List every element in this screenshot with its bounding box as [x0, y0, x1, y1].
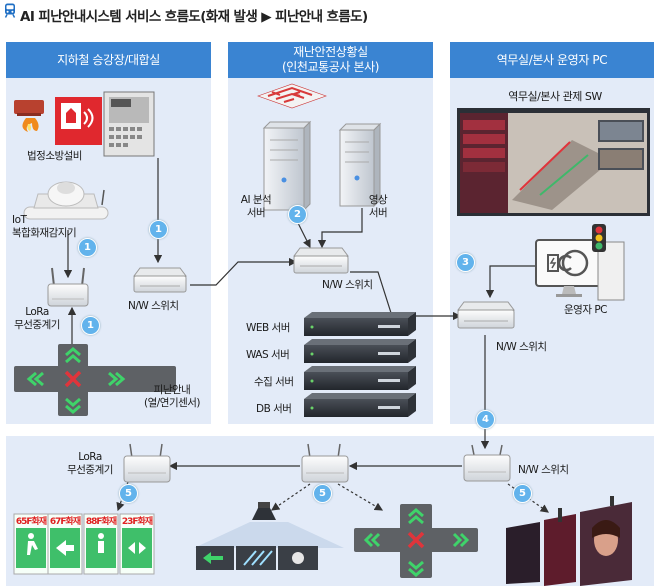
- label-iot-line1: IoT: [12, 214, 27, 226]
- step-badge-2: 2: [288, 205, 307, 224]
- iot-fire-detector-icon: [23, 181, 109, 220]
- header-control-room-line2: (인천교통공사 본사): [281, 60, 380, 74]
- step-badge-1a: 1: [149, 220, 168, 239]
- page-title: AI 피난안내시스템 서비스 흐름도(화재 발생 ▶ 피난안내 흐름도): [20, 9, 368, 25]
- label-control-sw: 역무실/본사 관제 SW: [508, 90, 602, 103]
- label-db-server: DB 서버: [256, 403, 292, 415]
- label-video-server-line1: 영상: [368, 194, 388, 206]
- label-nw-switch-left: N/W 스위치: [128, 300, 179, 312]
- video-server-icon: [338, 122, 382, 208]
- header-operator-pc: 역무실/본사 운영자 PC: [450, 42, 654, 78]
- exit-sign-label-2: 67F화재: [49, 517, 81, 527]
- step-badge-5b: 5: [313, 484, 332, 503]
- header-platform: 지하철 승강장/대합실: [6, 42, 211, 78]
- nw-switch-icon-right: [457, 301, 515, 329]
- panel-right: [450, 42, 654, 424]
- label-bottom-lora-line2: 무선중계기: [67, 464, 113, 476]
- label-bottom-nw-switch: N/W 스위치: [518, 464, 569, 476]
- header-control-room: 재난안전상황실 (인천교통공사 본사): [228, 42, 433, 78]
- lora-repeater-icon-bottom-center: [301, 443, 349, 483]
- exit-sign-label-1: 65F화재: [15, 517, 47, 527]
- label-evac-line2: (열/연기센서): [143, 397, 201, 409]
- nw-switch-icon-left: [133, 267, 187, 293]
- step-badge-5c: 5: [513, 484, 532, 503]
- label-fire-equipment: 법정소방설비: [27, 150, 82, 162]
- evac-projector-icon: [194, 502, 344, 570]
- exit-sign-label-4: 23F화재: [121, 517, 153, 527]
- step-badge-5a: 5: [119, 484, 138, 503]
- fire-control-panel-icon: [103, 91, 155, 157]
- nw-switch-icon-bottom: [463, 444, 511, 482]
- evac-arrow-panel-icon: [14, 344, 176, 416]
- label-bottom-lora-line1: LoRa: [78, 451, 102, 463]
- label-operator-pc: 운영자 PC: [564, 304, 607, 316]
- fire-bell-icon: [14, 100, 44, 132]
- label-was-server: WAS 서버: [246, 349, 290, 361]
- server-rack-icon: [304, 312, 416, 417]
- step-badge-4: 4: [476, 410, 495, 429]
- ai-server-icon: [262, 120, 312, 212]
- label-collect-server: 수집 서버: [254, 376, 294, 388]
- exit-sign-icons: [13, 513, 155, 575]
- fire-alarm-button-icon: [55, 97, 102, 145]
- label-ai-server-line2: 서버: [246, 207, 266, 219]
- label-lora-line2: 무선중계기: [14, 319, 60, 331]
- label-iot-line2: 복합화재감지기: [12, 227, 77, 239]
- lora-repeater-icon: [47, 267, 89, 307]
- step-badge-1c: 1: [81, 316, 100, 335]
- evac-arrow-panel-icon-bottom: [354, 504, 478, 578]
- step-badge-1b: 1: [78, 238, 97, 257]
- label-nw-switch-center: N/W 스위치: [322, 279, 373, 291]
- step-badge-3: 3: [456, 253, 475, 272]
- label-lora-line1: LoRa: [25, 306, 49, 318]
- maze-icon: [257, 83, 327, 109]
- label-evac-line1: 피난안내: [153, 384, 191, 396]
- control-sw-screenshot: [457, 108, 650, 216]
- nw-switch-icon-center: [293, 247, 349, 274]
- lora-repeater-icon-bottom-left: [123, 443, 171, 483]
- digital-signage-icon: [506, 496, 632, 586]
- header-control-room-line1: 재난안전상황실: [293, 45, 368, 59]
- exit-sign-label-3: 88F화재: [85, 517, 117, 527]
- train-icon: [4, 3, 16, 18]
- label-nw-switch-right: N/W 스위치: [496, 341, 547, 353]
- operator-pc-icon: [535, 224, 625, 301]
- label-ai-server-line1: AI 분석: [240, 194, 272, 206]
- label-video-server-line2: 서버: [368, 207, 388, 219]
- label-web-server: WEB 서버: [246, 322, 290, 334]
